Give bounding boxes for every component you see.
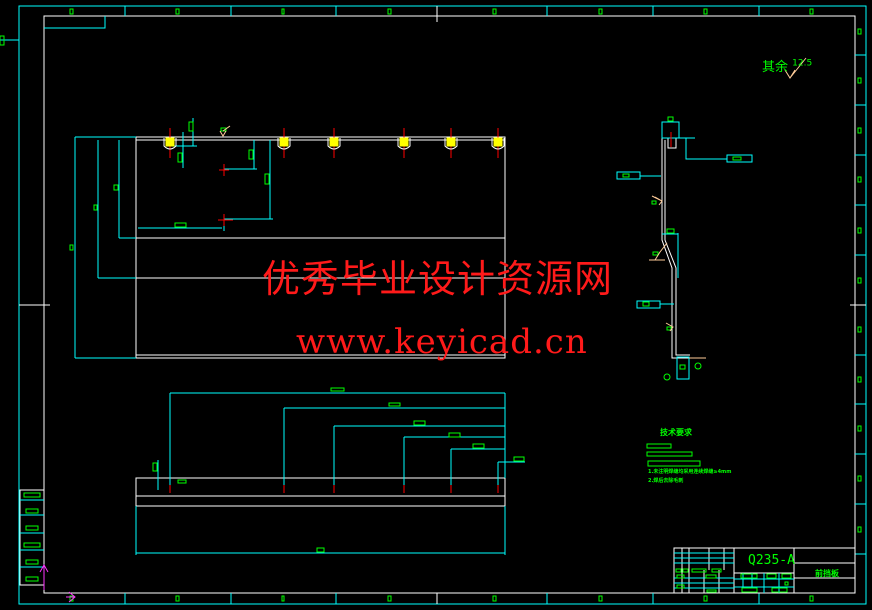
tech-note-1: 1.未注明焊缝均采用连续焊缝≥4mm — [648, 469, 732, 475]
title-block — [673, 547, 856, 594]
zone-ticks — [124, 6, 866, 604]
watermark-text: 优秀毕业设计资源网 — [262, 257, 614, 301]
front-view — [69, 118, 506, 359]
side-view — [219, 57, 807, 381]
revision-strip — [19, 489, 76, 603]
tech-requirement-lines — [646, 443, 701, 467]
tech-note-2: 2.焊后去除毛刺 — [648, 478, 684, 484]
drawing-frame — [0, 5, 867, 605]
part-name: 前挡板 — [815, 569, 839, 578]
tech-requirements-title: 技术要求 — [660, 428, 692, 437]
material-label: Q235-A — [748, 553, 795, 568]
roughness-value: 12.5 — [792, 58, 813, 69]
weld-nuts — [165, 137, 503, 147]
roughness-note: 其余 12.5 — [762, 56, 812, 75]
bottom-view — [135, 387, 525, 555]
watermark-url: www.keyicad.cn — [296, 322, 588, 362]
roughness-label: 其余 — [762, 60, 789, 75]
zone-markers — [69, 8, 862, 602]
